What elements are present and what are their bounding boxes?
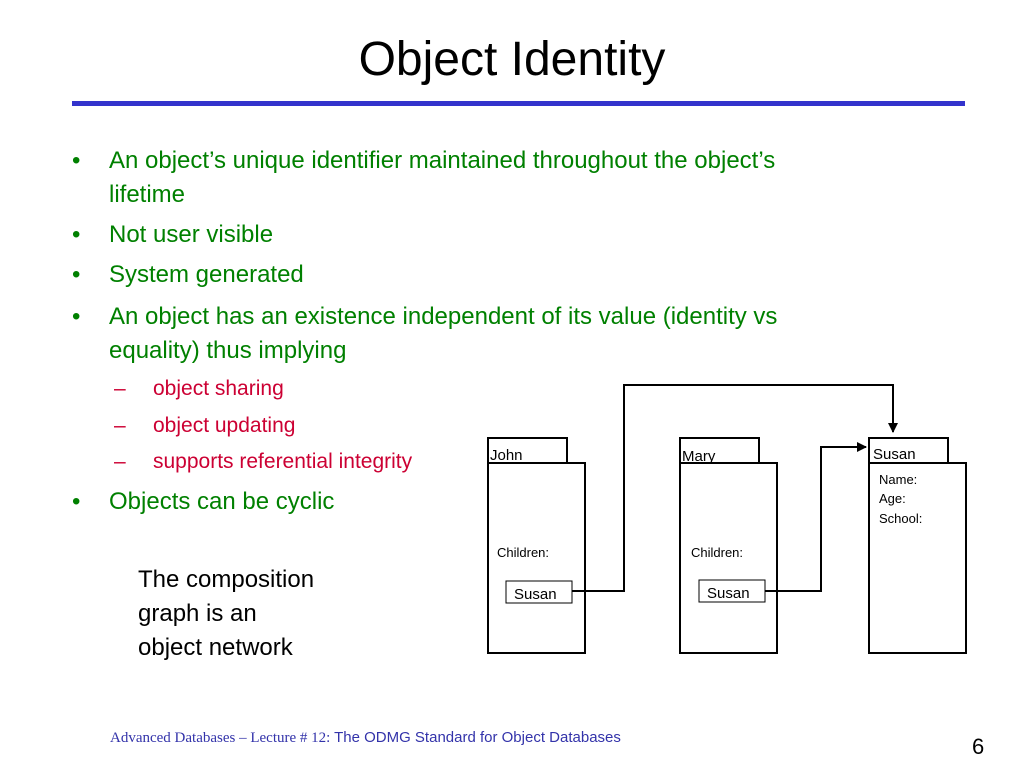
subbullet-text: object updating bbox=[153, 414, 296, 437]
subbullet-text: object sharing bbox=[153, 377, 284, 400]
reference-arrow bbox=[572, 384, 898, 592]
bullet-dot-icon: • bbox=[72, 221, 81, 248]
object-box bbox=[868, 462, 967, 654]
reference-arrow bbox=[765, 442, 867, 592]
footer-topic: The ODMG Standard for Object Databases bbox=[334, 729, 621, 746]
reference-label: Susan bbox=[707, 585, 750, 602]
dash-icon: – bbox=[114, 414, 126, 437]
slide-title: Object Identity bbox=[358, 33, 666, 86]
bullet-line: equality) thus implying bbox=[109, 337, 347, 364]
object-box bbox=[487, 462, 586, 654]
bullet-line: An object has an existence independent o… bbox=[109, 303, 778, 330]
bullet-line: Not user visible bbox=[109, 221, 274, 248]
dash-icon: – bbox=[114, 450, 126, 473]
object-tab bbox=[679, 437, 760, 464]
bullet-line: Objects can be cyclic bbox=[109, 488, 335, 515]
subbullet-text: supports referential integrity bbox=[153, 450, 413, 473]
bullet-dot-icon: • bbox=[72, 488, 81, 515]
dash-icon: – bbox=[114, 377, 126, 400]
object-box bbox=[679, 462, 778, 654]
children-label: Children: bbox=[497, 545, 549, 560]
bullet-line: lifetime bbox=[109, 181, 186, 208]
object-john: John Children: Susan bbox=[487, 437, 586, 654]
object-name: John bbox=[490, 447, 523, 464]
object-tab bbox=[868, 437, 949, 464]
caption-line: graph is an bbox=[138, 600, 257, 627]
bullet-dot-icon: • bbox=[72, 303, 81, 330]
object-susan: Susan Name: Age: School: bbox=[868, 437, 967, 654]
title-underline bbox=[72, 101, 965, 106]
page-number: 6 bbox=[972, 734, 985, 759]
children-label: Children: bbox=[691, 545, 743, 560]
slide-footer: Advanced Databases – Lecture # 12: The O… bbox=[110, 729, 621, 747]
bullet-dot-icon: • bbox=[72, 261, 81, 288]
bullet-dot-icon: • bbox=[72, 147, 81, 174]
object-mary: Mary Children: Susan bbox=[679, 437, 778, 654]
caption-line: object network bbox=[138, 634, 293, 661]
bullet-line: System generated bbox=[109, 261, 304, 288]
reference-label: Susan bbox=[514, 586, 557, 603]
object-name: Mary bbox=[682, 448, 716, 465]
bullet-line: An object’s unique identifier maintained… bbox=[109, 147, 776, 174]
diagram-caption: The composition graph is an object netwo… bbox=[138, 563, 368, 665]
caption-line: The composition bbox=[138, 566, 315, 593]
field-label: Age: bbox=[879, 491, 906, 506]
footer-course: Advanced Databases – Lecture # 12: bbox=[110, 730, 335, 746]
field-label: School: bbox=[879, 511, 922, 526]
field-label: Name: bbox=[879, 472, 917, 487]
object-name: Susan bbox=[873, 446, 916, 463]
